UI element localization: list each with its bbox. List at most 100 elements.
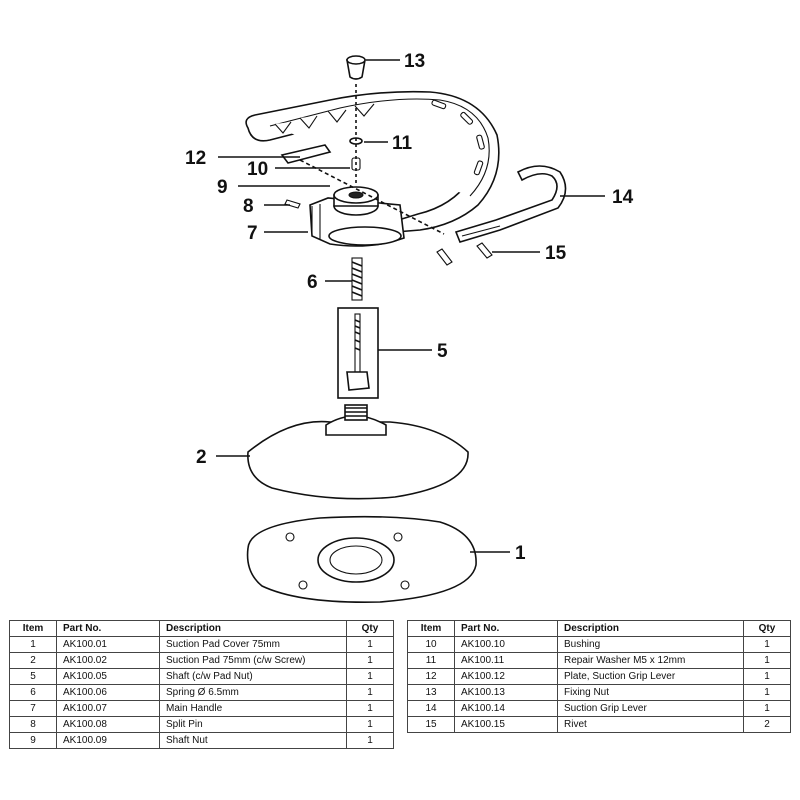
cell-qty: 1 [743,668,791,685]
part-9-shaft-nut [333,186,379,216]
cell-part-no: AK100.12 [454,668,558,685]
part-6-spring [351,257,363,301]
exploded-parts-diagram: 13 11 12 10 9 8 7 6 5 2 1 14 15 [185,51,634,603]
cell-description: Shaft (c/w Pad Nut) [159,668,347,685]
cell-description: Main Handle [159,700,347,717]
cell-description: Rivet [557,716,744,733]
cell-qty: 1 [346,636,394,653]
cell-item: 13 [407,684,455,701]
part-13-fixing-nut [346,55,366,80]
header-description: Description [159,620,347,637]
cell-qty: 1 [743,652,791,669]
leader-lines [216,59,605,553]
cell-part-no: AK100.05 [56,668,160,685]
cell-description: Suction Pad 75mm (c/w Screw) [159,652,347,669]
callout-1: 1 [515,543,526,564]
cell-qty: 1 [346,668,394,685]
cell-item: 14 [407,700,455,717]
cell-description: Bushing [557,636,744,653]
cell-item: 15 [407,716,455,733]
header-part-no: Part No. [454,620,558,637]
cell-part-no: AK100.11 [454,652,558,669]
cell-qty: 1 [346,700,394,717]
cell-qty: 1 [346,684,394,701]
header-part-no: Part No. [56,620,160,637]
cell-description: Fixing Nut [557,684,744,701]
cell-item: 11 [407,652,455,669]
callout-15: 15 [545,243,567,264]
cell-qty: 1 [743,636,791,653]
callout-6: 6 [307,272,318,293]
cell-part-no: AK100.09 [56,732,160,749]
part-5-shaft [337,307,379,399]
cell-qty: 1 [346,716,394,733]
callout-8: 8 [243,196,254,217]
cell-part-no: AK100.07 [56,700,160,717]
cell-description: Split Pin [159,716,347,733]
cell-item: 10 [407,636,455,653]
cell-item: 9 [9,732,57,749]
cell-item: 7 [9,700,57,717]
header-description: Description [557,620,744,637]
callout-2: 2 [196,447,207,468]
cell-description: Shaft Nut [159,732,347,749]
cell-item: 6 [9,684,57,701]
callout-11: 11 [392,133,413,154]
callout-5: 5 [437,341,448,362]
table-header-row: Item Part No. Description Qty [9,620,394,637]
cell-part-no: AK100.02 [56,652,160,669]
header-qty: Qty [346,620,394,637]
header-item: Item [9,620,57,637]
cell-description: Spring Ø 6.5mm [159,684,347,701]
header-qty: Qty [743,620,791,637]
cell-item: 1 [9,636,57,653]
cell-qty: 1 [743,700,791,717]
cell-qty: 1 [743,684,791,701]
cell-qty: 1 [346,732,394,749]
callout-13: 13 [404,51,425,72]
callout-10: 10 [247,159,268,180]
part-7-main-handle [245,90,500,247]
cell-item: 5 [9,668,57,685]
callout-12: 12 [185,148,206,169]
cell-part-no: AK100.01 [56,636,160,653]
cell-part-no: AK100.15 [454,716,558,733]
cell-item: 12 [407,668,455,685]
cell-qty: 1 [346,652,394,669]
cell-part-no: AK100.13 [454,684,558,701]
part-14-suction-grip-lever [454,165,567,243]
cell-part-no: AK100.10 [454,636,558,653]
cell-description: Repair Washer M5 x 12mm [557,652,744,669]
cell-part-no: AK100.14 [454,700,558,717]
callout-7: 7 [247,223,258,244]
part-2-suction-pad [247,404,469,500]
cell-part-no: AK100.08 [56,716,160,733]
cell-part-no: AK100.06 [56,684,160,701]
part-12-lever-plate [280,144,332,164]
cell-item: 8 [9,716,57,733]
callout-9: 9 [217,177,228,198]
cell-description: Suction Grip Lever [557,700,744,717]
cell-description: Suction Pad Cover 75mm [159,636,347,653]
table-header-row: Item Part No. Description Qty [407,620,791,637]
part-8-split-pin [284,199,301,209]
header-item: Item [407,620,455,637]
callout-14: 14 [612,187,634,208]
part-15-rivets [436,242,493,266]
cell-description: Plate, Suction Grip Lever [557,668,744,685]
part-1-suction-pad-cover [246,515,477,603]
cell-qty: 2 [743,716,791,733]
